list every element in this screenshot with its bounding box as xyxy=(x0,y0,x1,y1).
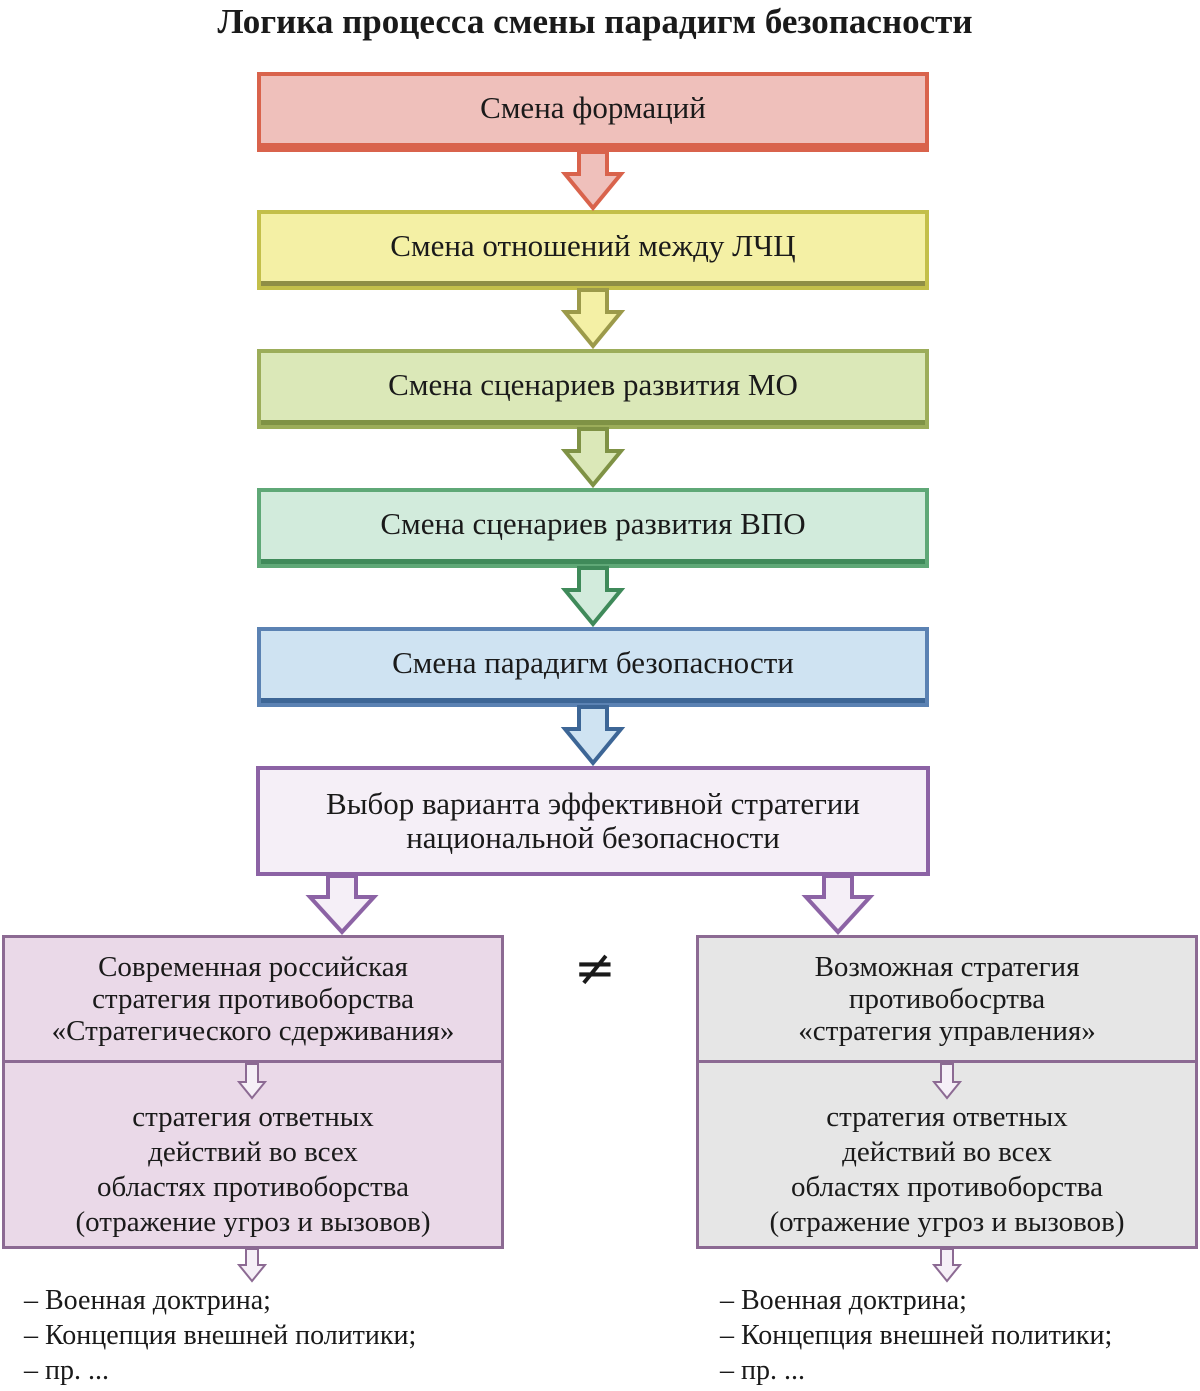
down-arrow-icon xyxy=(560,566,626,628)
list-item: – пр. ... xyxy=(720,1355,805,1386)
step-military-political: Смена сценариев развития ВПО xyxy=(257,488,929,568)
down-arrow-icon xyxy=(560,705,626,767)
head-line: Возможная стратегия xyxy=(814,951,1080,983)
step-label: Смена отношений между ЛЧЦ xyxy=(390,228,796,263)
step-civilizations: Смена отношений между ЛЧЦ xyxy=(257,210,929,290)
down-arrow-icon xyxy=(560,288,626,350)
step-label: Смена парадигм безопасности xyxy=(392,645,794,680)
strategy-choice-box: Выбор варианта эффективной стратегии нац… xyxy=(256,766,930,876)
head-line: противобосртва xyxy=(848,983,1046,1015)
step-label: Смена сценариев развития ВПО xyxy=(380,506,806,541)
body-line: (отражение угроз и вызовов) xyxy=(75,1206,431,1238)
body-line: областях противоборства xyxy=(791,1171,1103,1203)
step-label: Смена сценариев развития МО xyxy=(388,367,798,402)
down-arrow-icon xyxy=(931,1248,963,1283)
not-equal-sign: ≠ xyxy=(574,939,616,997)
down-arrow-icon xyxy=(931,1063,963,1100)
list-item: – Военная доктрина; xyxy=(720,1285,967,1316)
body-line: действий во всех xyxy=(148,1136,358,1168)
body-line: стратегия ответных xyxy=(826,1101,1068,1133)
choice-line: национальной безопасности xyxy=(406,820,780,855)
body-line: стратегия ответных xyxy=(132,1101,374,1133)
right-strategy-body: стратегия ответных действий во всех обла… xyxy=(699,1100,1195,1240)
down-arrow-icon xyxy=(801,874,875,935)
body-line: действий во всех xyxy=(842,1136,1052,1168)
list-item: – Концепция внешней политики; xyxy=(24,1320,417,1351)
down-arrow-icon xyxy=(560,427,626,489)
list-item: – пр. ... xyxy=(24,1355,109,1386)
step-formations: Смена формаций xyxy=(257,72,929,152)
left-documents-list: – Военная доктрина; – Концепция внешней … xyxy=(24,1283,416,1388)
step-international-relations: Смена сценариев развития МО xyxy=(257,349,929,429)
step-label: Смена формаций xyxy=(480,90,706,125)
head-line: стратегия противоборства xyxy=(92,983,414,1015)
diagram-title: Логика процесса смены парадигм безопасно… xyxy=(217,2,973,41)
left-strategy-body: стратегия ответных действий во всех обла… xyxy=(5,1100,501,1240)
body-line: (отражение угроз и вызовов) xyxy=(769,1206,1125,1238)
head-line: Современная российская xyxy=(98,951,408,983)
body-line: областях противоборства xyxy=(97,1171,409,1203)
head-line: «стратегия управления» xyxy=(798,1015,1096,1047)
right-strategy-head: Возможная стратегия противобосртва «стра… xyxy=(699,938,1195,1063)
down-arrow-icon xyxy=(236,1248,268,1283)
head-line: «Стратегического сдерживания» xyxy=(51,1015,455,1047)
choice-line: Выбор варианта эффективной стратегии xyxy=(326,786,860,821)
down-arrow-icon xyxy=(305,874,379,935)
down-arrow-icon xyxy=(560,150,626,212)
down-arrow-icon xyxy=(236,1063,268,1100)
list-item: – Военная доктрина; xyxy=(24,1285,271,1316)
left-strategy-head: Современная российская стратегия противо… xyxy=(5,938,501,1063)
list-item: – Концепция внешней политики; xyxy=(720,1320,1113,1351)
right-documents-list: – Военная доктрина; – Концепция внешней … xyxy=(720,1283,1112,1388)
